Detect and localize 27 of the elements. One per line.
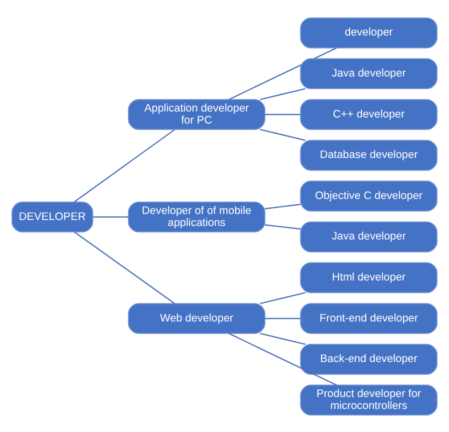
connector — [74, 128, 175, 202]
node-box: Web developer — [128, 302, 266, 334]
connector — [264, 113, 300, 115]
node-box: Developer of of mobile applications — [128, 201, 266, 232]
connector — [260, 292, 306, 304]
node-box: Java developer — [300, 220, 438, 252]
node-box: Html developer — [300, 262, 438, 293]
connector — [260, 88, 306, 100]
connector — [264, 317, 300, 319]
node-box: C++ developer — [300, 98, 438, 130]
node-box: Database developer — [300, 139, 438, 170]
node-box: Front-end developer — [300, 302, 438, 334]
node-box: Application developer for PC — [128, 98, 266, 130]
connector — [260, 332, 306, 344]
connector — [260, 128, 306, 140]
connector — [264, 224, 301, 230]
node-box: Java developer — [300, 58, 438, 89]
connector — [228, 46, 337, 100]
node-box: Back-end developer — [300, 343, 438, 374]
connector — [74, 230, 175, 304]
connector — [92, 216, 128, 218]
node-box: DEVELOPER — [12, 201, 94, 232]
node-box: Objective C developer — [300, 180, 438, 212]
connector — [228, 332, 337, 386]
node-box: developer — [300, 16, 438, 48]
connector — [264, 203, 301, 209]
node-box: Product developer for microcontrollers — [300, 384, 438, 416]
